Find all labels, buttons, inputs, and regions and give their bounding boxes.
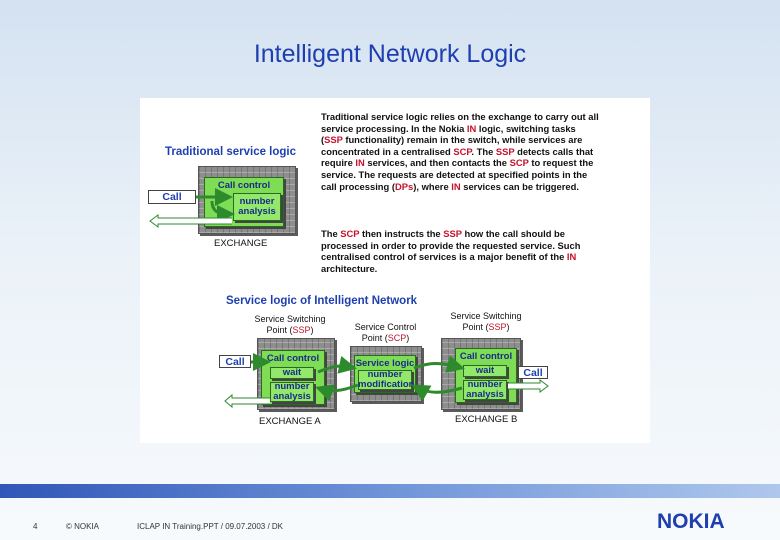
ssp-b-label-line2: Point (SSP): [436, 322, 536, 333]
exchange-b-wait-label: wait: [475, 365, 495, 376]
description-segment: how the call should be processed in orde…: [321, 228, 581, 263]
exchange-b-analysis-label: analysis: [466, 389, 504, 400]
in-logic-heading: Service logic of Intelligent Network: [226, 295, 418, 307]
description-segment: SSP: [443, 228, 462, 239]
traditional-heading: Traditional service logic: [165, 146, 297, 158]
exchange-a-analysis-label: analysis: [273, 391, 311, 402]
exchange-b-call-control-label: Call control: [459, 351, 513, 362]
description-segment: SCP: [509, 157, 529, 169]
scp-close: ): [406, 333, 410, 343]
in-call-out-arrow-a: [224, 393, 270, 409]
description-segment: detects calls that require: [321, 145, 594, 169]
exchange-b-number-box: [463, 380, 507, 400]
ssp-a-label-line2: Point (SSP): [240, 325, 340, 336]
traditional-call-out-outline: [149, 214, 232, 228]
description-segment: logic, switching tasks (: [321, 122, 576, 146]
scp-to-ssp-a-arrow: [315, 383, 359, 402]
description-segment: IN: [566, 251, 577, 263]
description-segment: then instructs the: [359, 228, 444, 239]
scp-label: Service Control Point (SCP): [338, 322, 433, 344]
scp-label-line2: Point (SCP): [338, 333, 433, 344]
ssp-b-label-line1: Service Switching: [450, 311, 522, 321]
ssp-b-abbr: SSP: [488, 322, 507, 332]
in-call-out-arrow-b: [508, 379, 549, 393]
description-segment: architecture.: [321, 262, 378, 274]
modification-number-label: number: [367, 369, 403, 380]
description-segment: SCP: [340, 228, 360, 239]
description-segment: ), where: [413, 180, 452, 192]
ssp-b-to-scp-arrow: [411, 384, 463, 402]
exchange-a-label: EXCHANGE A: [259, 416, 321, 427]
description-segment: SSP: [324, 134, 343, 146]
ssp-b-point: Point (: [462, 322, 489, 332]
description-segment: IN: [466, 122, 477, 134]
ssp-a-point: Point (: [266, 325, 293, 335]
file-info: ICLAP IN Training.PPT / 09.07.2003 / DK: [137, 522, 284, 531]
description-segment: IN: [355, 157, 365, 169]
description-segment: The: [321, 228, 341, 239]
description-segment: SSP: [495, 145, 515, 157]
scp-to-ssp-b-arrow: [413, 355, 465, 373]
copyright: © NOKIA: [66, 522, 100, 531]
description-segment: to request the service. The requests are…: [321, 157, 594, 192]
exchange-b-number-label: number: [467, 379, 503, 390]
ssp-b-label: Service Switching Point (SSP): [436, 311, 536, 333]
description-segment: functionality) remain in the switch, whi…: [321, 134, 583, 157]
traditional-loop-arrow: [210, 200, 235, 223]
description-segment: services, and then contacts the: [364, 157, 510, 169]
modification-box: [358, 370, 412, 390]
ssp-b-close: ): [506, 322, 510, 332]
exchange-a-number-box: [270, 382, 314, 402]
slide-title: Intelligent Network Logic: [253, 40, 527, 68]
service-logic-label: Service logic: [355, 358, 415, 369]
ssp-a-close: ): [310, 325, 314, 335]
page-number: 4: [33, 522, 38, 531]
modification-label: modification: [358, 379, 415, 390]
description-segment: DPs: [394, 180, 414, 192]
exchange-b-call-box: Call: [518, 366, 548, 379]
description-paragraph-2: The SCP then instructs the SSP how the c…: [321, 228, 599, 274]
exchange-b-label: EXCHANGE B: [455, 414, 518, 425]
exchange-a-wait-box: [270, 367, 314, 379]
exchange-a-wait-label: wait: [282, 367, 302, 378]
ssp-a-to-scp-arrow: [317, 356, 357, 374]
traditional-exchange-label: EXCHANGE: [214, 238, 268, 249]
scp-label-line1: Service Control: [354, 322, 417, 332]
exchange-a-call-box: Call: [219, 355, 251, 368]
scp-abbr: SCP: [387, 333, 407, 343]
description-segment: IN: [451, 180, 461, 192]
ssp-a-label-line1: Service Switching: [254, 314, 326, 324]
description-segment: Traditional service logic relies on the …: [321, 111, 599, 134]
description-segment: . The: [471, 145, 496, 157]
number-analysis-box: [233, 193, 281, 221]
exchange-a-call-control-label: Call control: [266, 353, 320, 364]
nokia-logo: NOKIA: [657, 510, 725, 533]
number-analysis-label-1: number: [239, 196, 275, 207]
description-segment: services can be triggered.: [460, 180, 579, 192]
call-control-label: Call control: [217, 180, 271, 191]
description-segment: SCP: [453, 145, 472, 157]
ssp-a-label: Service Switching Point (SSP): [240, 314, 340, 336]
ssp-a-abbr: SSP: [292, 325, 311, 335]
footer-bar: [0, 484, 780, 498]
scp-point: Point (: [361, 333, 388, 343]
number-analysis-label-2: analysis: [238, 206, 276, 217]
traditional-call-box: Call: [148, 190, 196, 204]
description-paragraph-1: Traditional service logic relies on the …: [321, 111, 599, 192]
exchange-a-number-label: number: [274, 381, 310, 392]
